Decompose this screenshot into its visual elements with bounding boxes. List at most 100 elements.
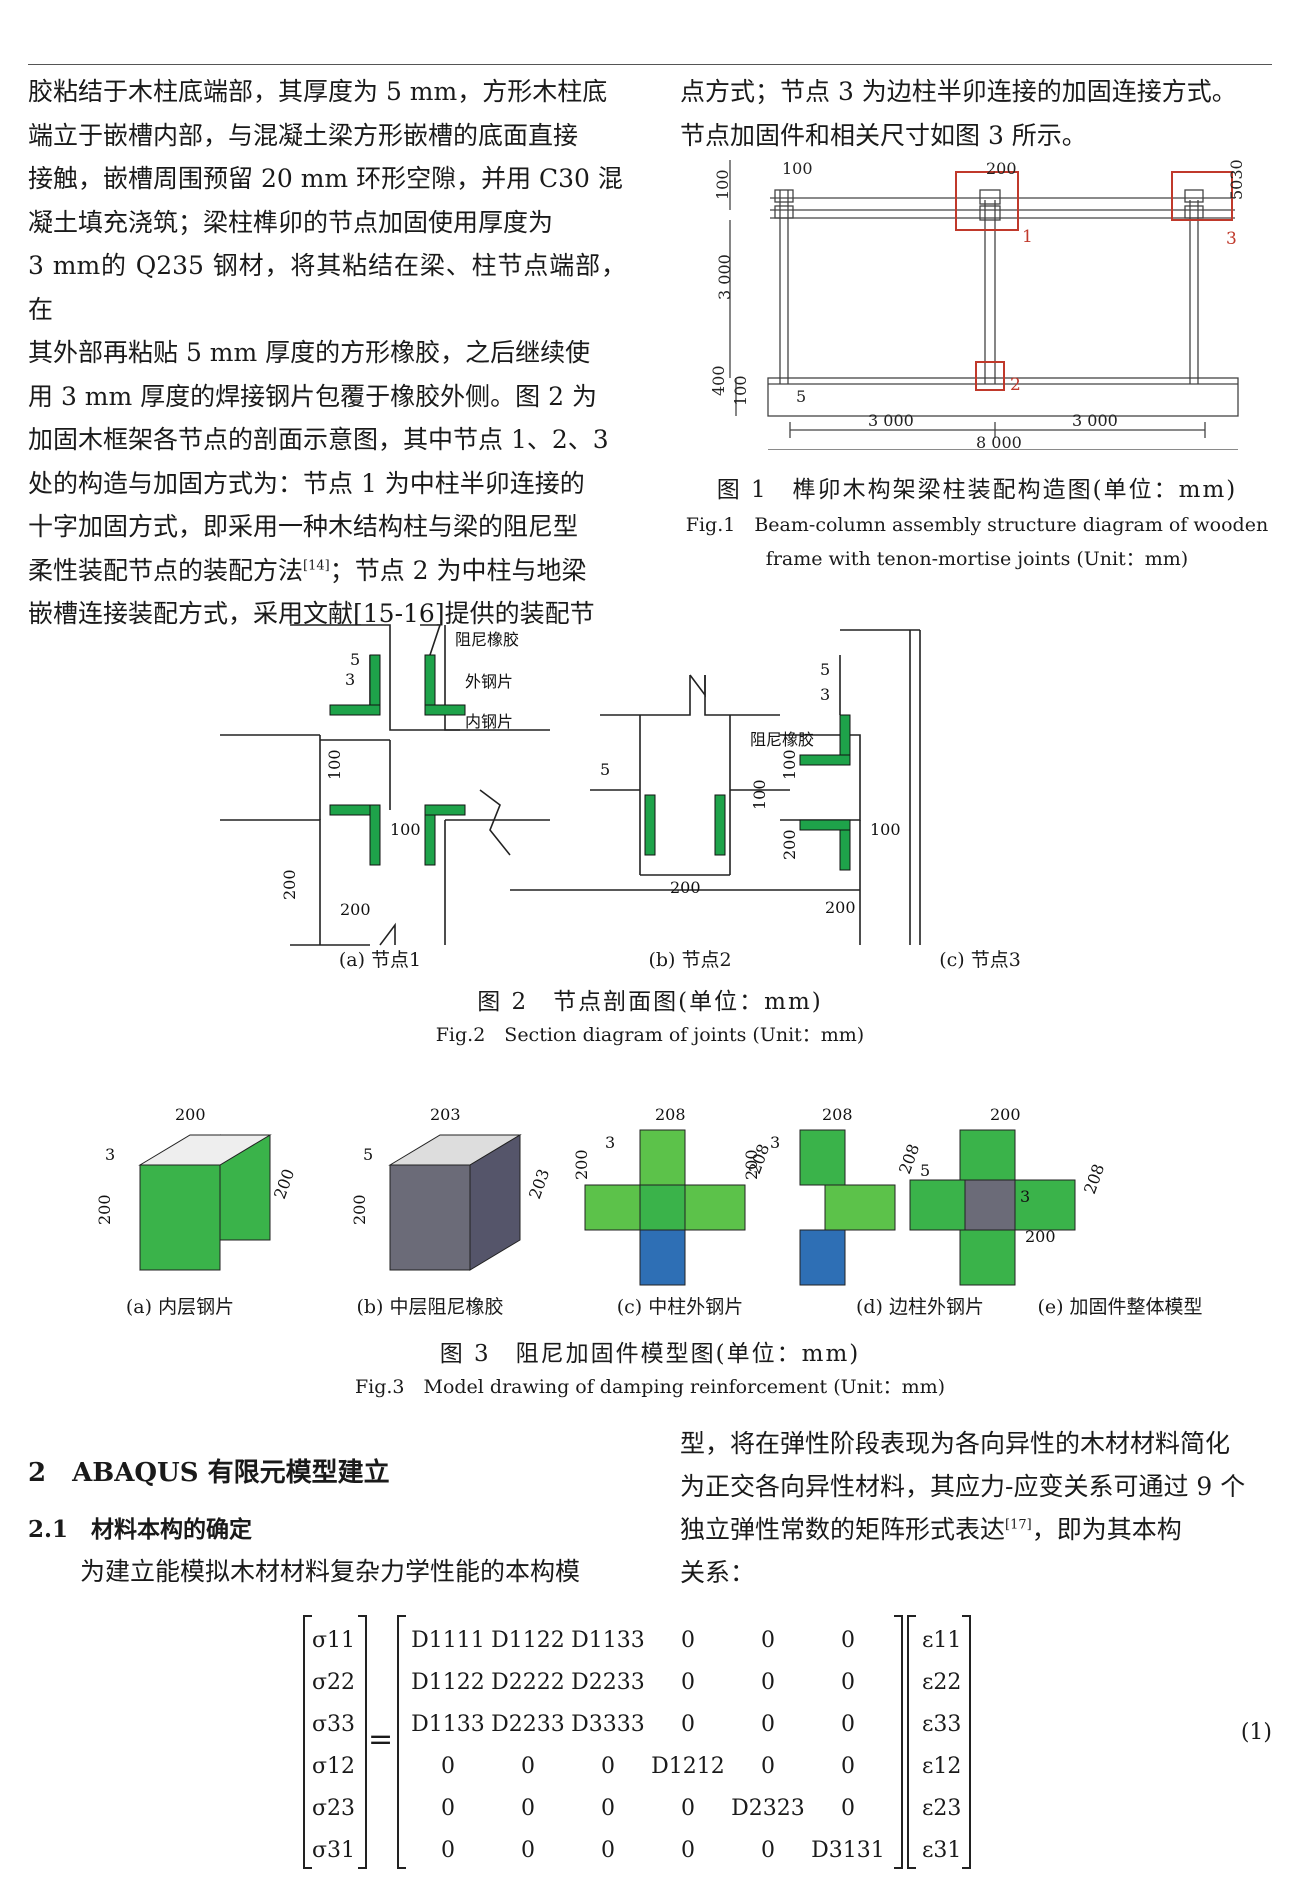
vector-entry: σ12 bbox=[312, 1754, 356, 1779]
vector-entry: ε22 bbox=[922, 1670, 962, 1695]
text-line: 节点加固件和相关尺寸如图 3 所示。 bbox=[680, 120, 1087, 150]
dim-label: 200 bbox=[1025, 1227, 1056, 1246]
dim-label: 3 bbox=[820, 685, 830, 704]
matrix-cell: 0 bbox=[841, 1754, 855, 1779]
matrix-cell: 0 bbox=[761, 1628, 775, 1653]
vector-entry: σ22 bbox=[312, 1670, 356, 1695]
joint-number: 1 bbox=[1022, 227, 1033, 247]
left-column: 胶粘结于木柱底端部，其厚度为 5 mm，方形木柱底 端立于嵌槽内部，与混凝土梁方… bbox=[28, 70, 626, 636]
text-line: 处的构造与加固方式为：节点 1 为中柱半卯连接的 bbox=[28, 468, 585, 498]
figure-2-drawing: 阻尼橡胶 外钢片 内钢片 5 3 100 100 200 200 5 100 2… bbox=[220, 624, 921, 946]
matrix-cell: 0 bbox=[761, 1712, 775, 1737]
dim-label: 100 bbox=[870, 820, 901, 839]
dim-label: 3 000 bbox=[1072, 411, 1118, 430]
matrix-cell: D1111 bbox=[411, 1628, 485, 1653]
dim-label: 3 bbox=[605, 1133, 615, 1152]
matrix-cell: 0 bbox=[601, 1754, 615, 1779]
matrix-cell: 0 bbox=[601, 1838, 615, 1863]
matrix-cell: 0 bbox=[441, 1754, 455, 1779]
vector-entry: σ31 bbox=[312, 1838, 356, 1863]
text-segment: ；节点 2 为中柱与地梁 bbox=[329, 555, 587, 585]
paragraph-start: 为建立能模拟木材材料复杂力学性能的本构模 bbox=[80, 1557, 581, 1586]
dim-label: 100 bbox=[750, 779, 769, 810]
section-heading: 2 ABAQUS 有限元模型建立 bbox=[28, 1458, 390, 1488]
citation: [14] bbox=[303, 558, 330, 574]
text-line: 嵌槽连接装配方式，采用文献[15-16]提供的装配节 bbox=[28, 599, 595, 628]
subsection-heading: 2.1 材料本构的确定 bbox=[28, 1516, 253, 1543]
text-line: 点方式；节点 3 为边柱半卯连接的加固连接方式。 bbox=[680, 77, 1237, 106]
matrix-cell: D3333 bbox=[571, 1712, 645, 1737]
matrix-cell: 0 bbox=[681, 1796, 695, 1821]
dim-label: 100 bbox=[731, 375, 750, 406]
vector-entry: σ23 bbox=[312, 1796, 356, 1821]
figure-3-caption-en: Fig.3 Model drawing of damping reinforce… bbox=[354, 1376, 946, 1398]
matrix-cell: 0 bbox=[841, 1628, 855, 1653]
text-line: 接触，嵌槽周围预留 20 mm 环形空隙，并用 C30 混 bbox=[28, 164, 623, 193]
figure-2-caption-cn: 图 2 节点剖面图(单位：mm) bbox=[477, 989, 823, 1015]
vector-entry: ε11 bbox=[922, 1628, 962, 1653]
matrix-cell: 0 bbox=[441, 1838, 455, 1863]
dim-label: 200 bbox=[670, 878, 701, 897]
dim-label: 203 bbox=[525, 1166, 553, 1201]
dim-label: 400 bbox=[709, 365, 728, 396]
dim-label: 208 bbox=[655, 1105, 686, 1124]
text-segment: 独立弹性常数的矩阵形式表达 bbox=[680, 1515, 1006, 1544]
matrix-cell: 0 bbox=[521, 1838, 535, 1863]
dim-label: 200 bbox=[95, 1194, 114, 1225]
matrix-cell: D1212 bbox=[651, 1754, 725, 1779]
dim-label: 100 bbox=[782, 160, 813, 178]
dim-label: 5 bbox=[920, 1161, 930, 1180]
dim-label: 5 bbox=[350, 650, 360, 669]
dim-label: 200 bbox=[175, 1105, 206, 1124]
dim-label: 200 bbox=[340, 900, 371, 919]
matrix-cell: 0 bbox=[841, 1712, 855, 1737]
dim-label: 8 000 bbox=[976, 433, 1022, 450]
matrix-cell: 0 bbox=[441, 1796, 455, 1821]
matrix-cell: D2323 bbox=[731, 1796, 805, 1821]
matrix-cell: 0 bbox=[841, 1796, 855, 1821]
matrix-cell: 0 bbox=[681, 1670, 695, 1695]
caption-line: frame with tenon-mortise joints (Unit：mm… bbox=[765, 548, 1189, 570]
dim-label: 203 bbox=[430, 1105, 461, 1124]
matrix-cell: 0 bbox=[681, 1628, 695, 1653]
fig3-sub-d: (d) 边柱外钢片 bbox=[855, 1296, 985, 1318]
matrix-cell: 0 bbox=[521, 1754, 535, 1779]
strain-vector: ε11 ε22 ε33 ε12 ε23 ε31 bbox=[922, 1620, 972, 1872]
text-line: 为正交各向异性材料，其应力-应变关系可通过 9 个 bbox=[680, 1472, 1246, 1501]
dim-label: 3 bbox=[345, 670, 355, 689]
figure-1-caption-cn: 图 1 榫卯木构架梁柱装配构造图(单位：mm) bbox=[716, 477, 1238, 503]
right-column: 点方式；节点 3 为边柱半卯连接的加固连接方式。 节点加固件和相关尺寸如图 3 … bbox=[680, 70, 1274, 157]
dim-label: 100 bbox=[713, 169, 732, 200]
label: 外钢片 bbox=[465, 672, 513, 691]
figure-3-caption-cn: 图 3 阻尼加固件模型图(单位：mm) bbox=[439, 1341, 861, 1367]
stress-vector: σ11 σ22 σ33 σ12 σ23 σ31 bbox=[312, 1620, 362, 1872]
dim-label: 200 bbox=[742, 1149, 761, 1180]
vector-entry: σ11 bbox=[312, 1628, 356, 1653]
dim-label: 3 bbox=[105, 1145, 115, 1164]
caption-line: Fig.1 Beam-column assembly structure dia… bbox=[685, 514, 1269, 536]
label: 阻尼橡胶 bbox=[455, 630, 519, 649]
vector-entry: ε23 bbox=[922, 1796, 962, 1821]
fig2-sub-a: (a) 节点1 bbox=[338, 949, 422, 971]
text-segment: 柔性装配节点的装配方法 bbox=[28, 555, 304, 585]
text-line: 凝土填充浇筑；梁柱榫卯的节点加固使用厚度为 bbox=[28, 207, 554, 237]
dim-label: 3 bbox=[1020, 1187, 1030, 1206]
dim-label: 100 bbox=[325, 749, 344, 780]
dim-label: 200 bbox=[270, 1166, 298, 1201]
equation-brackets bbox=[303, 1615, 971, 1869]
dim-label: 200 bbox=[280, 869, 299, 900]
dim-label: 50300 bbox=[1227, 160, 1246, 200]
fig3-sub-c: (c) 中柱外钢片 bbox=[616, 1296, 744, 1318]
vector-entry: ε33 bbox=[922, 1712, 962, 1737]
matrix-cell: D2222 bbox=[491, 1670, 565, 1695]
matrix-cell: D1133 bbox=[411, 1712, 485, 1737]
dim-label: 3 000 bbox=[868, 411, 914, 430]
text-line: 端立于嵌槽内部，与混凝土梁方形嵌槽的底面直接 bbox=[28, 120, 579, 150]
dim-label: 5 bbox=[796, 387, 806, 406]
dim-label: 200 bbox=[780, 829, 799, 860]
citation: [17] bbox=[1005, 1517, 1032, 1533]
text-segment: ，即为其本构 bbox=[1031, 1515, 1182, 1544]
dim-label: 5 bbox=[363, 1145, 373, 1164]
matrix-cell: 0 bbox=[761, 1838, 775, 1863]
